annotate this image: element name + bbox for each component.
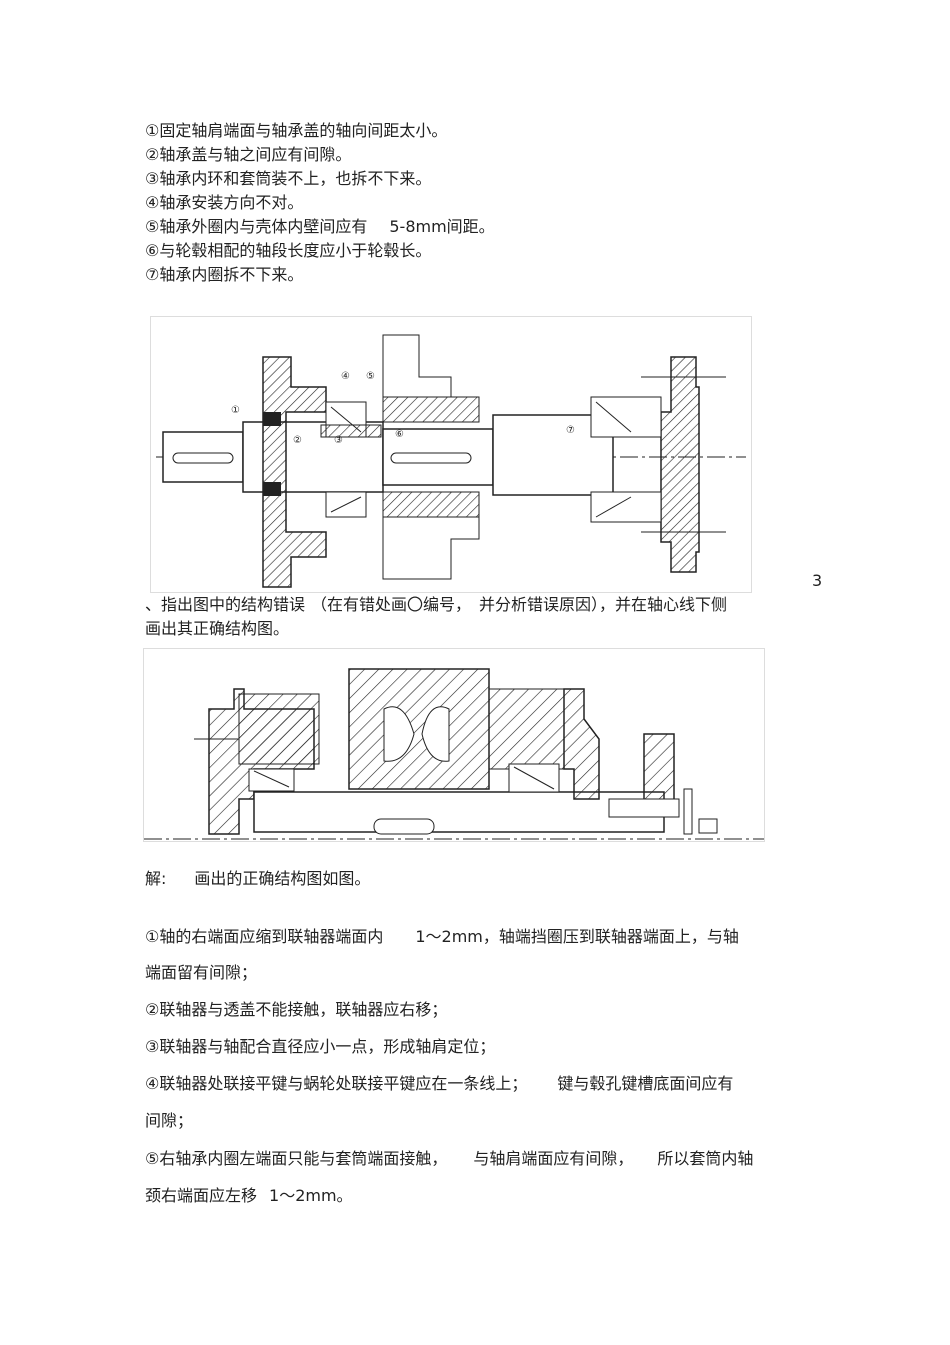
answer-item-1-b: 1～2mm，轴端挡圈压到联轴器端面上，与轴 — [415, 927, 739, 946]
answer-item-5-c: 所以套筒内轴 — [657, 1149, 754, 1168]
question-number: 3 — [812, 571, 823, 590]
figure1-label-7: ⑦ — [566, 425, 575, 436]
figure1-label-2: ② — [293, 435, 302, 446]
answer-item-4-line-2: 间隙； — [145, 1111, 194, 1130]
error-item-5-gap-value: 5-8mm间距。 — [389, 217, 495, 236]
error-item-6: ⑥与轮毂相配的轴段长度应小于轮毂长。 — [145, 241, 432, 260]
error-item-3: ③轴承内环和套筒装不上，也拆不下来。 — [145, 169, 432, 188]
question-line-1: 、指出图中的结构错误 （在有错处画〇编号， 并分析错误原因），并在轴心线下侧 — [145, 594, 727, 616]
answer-item-4-a: ④联轴器处联接平键与蜗轮处联接平键应在一条线上； — [145, 1074, 528, 1093]
error-item-5: ⑤轴承外圈内与壳体内壁间应有 5-8mm间距。 — [145, 216, 495, 238]
error-item-1: ①固定轴肩端面与轴承盖的轴向间距太小。 — [145, 121, 448, 140]
error-item-7: ⑦轴承内圈拆不下来。 — [145, 265, 304, 284]
figure1-label-5: ⑤ — [366, 371, 375, 382]
answer-item-2: ②联轴器与透盖不能接触，联轴器应右移； — [145, 1000, 448, 1019]
answer-item-4-line-1: ④联轴器处联接平键与蜗轮处联接平键应在一条线上； 键与毂孔键槽底面间应有 — [145, 1073, 733, 1095]
error-item-2: ②轴承盖与轴之间应有间隙。 — [145, 145, 352, 164]
figure1-label-6: ⑥ — [395, 429, 404, 440]
answer-item-3: ③联轴器与轴配合直径应小一点，形成轴肩定位； — [145, 1037, 496, 1056]
answer-item-5-d: 颈右端面应左移 — [145, 1186, 258, 1205]
answer-item-4-b: 键与毂孔键槽底面间应有 — [557, 1074, 734, 1093]
figure1-label-4: ④ — [341, 371, 350, 382]
answer-item-5-b: 与轴肩端面应有间隙， — [473, 1149, 634, 1168]
question-line-1-c: 并分析错误原因 — [479, 595, 592, 614]
figure1-label-1: ① — [231, 405, 240, 416]
answer-item-5-e: 1～2mm。 — [269, 1186, 353, 1205]
answer-item-1-a: ①轴的右端面应缩到联轴器端面内 — [145, 927, 384, 946]
question-line-1-b: （在有错处画〇编号， — [311, 595, 472, 614]
question-line-1-d: ），并在轴心线下侧 — [591, 595, 728, 614]
answer-item-1-line-2: 端面留有间隙； — [145, 963, 258, 982]
figure-shaft-assembly: ① ② ③ ④ ⑤ ⑥ ⑦ — [150, 316, 752, 593]
question-line-2: 画出其正确结构图。 — [145, 619, 290, 638]
answer-label: 解: — [145, 869, 167, 888]
figure1-label-3: ③ — [334, 435, 343, 446]
answer-item-5-line-2: 颈右端面应左移 1～2mm。 — [145, 1185, 353, 1207]
error-item-4: ④轴承安装方向不对。 — [145, 193, 304, 212]
error-item-5-text: ⑤轴承外圈内与壳体内壁间应有 — [145, 217, 368, 236]
question-line-1-a: 、指出图中的结构错误 — [145, 595, 306, 614]
answer-intro: 画出的正确结构图如图。 — [194, 869, 371, 888]
answer-item-5-line-1: ⑤右轴承内圈左端面只能与套筒端面接触， 与轴肩端面应有间隙， 所以套筒内轴 — [145, 1148, 753, 1170]
answer-heading: 解: 画出的正确结构图如图。 — [145, 868, 370, 890]
answer-item-5-a: ⑤右轴承内圈左端面只能与套筒端面接触， — [145, 1149, 448, 1168]
answer-item-1-line-1: ①轴的右端面应缩到联轴器端面内 1～2mm，轴端挡圈压到联轴器端面上，与轴 — [145, 926, 739, 948]
figure-worm-shaft — [143, 648, 765, 842]
